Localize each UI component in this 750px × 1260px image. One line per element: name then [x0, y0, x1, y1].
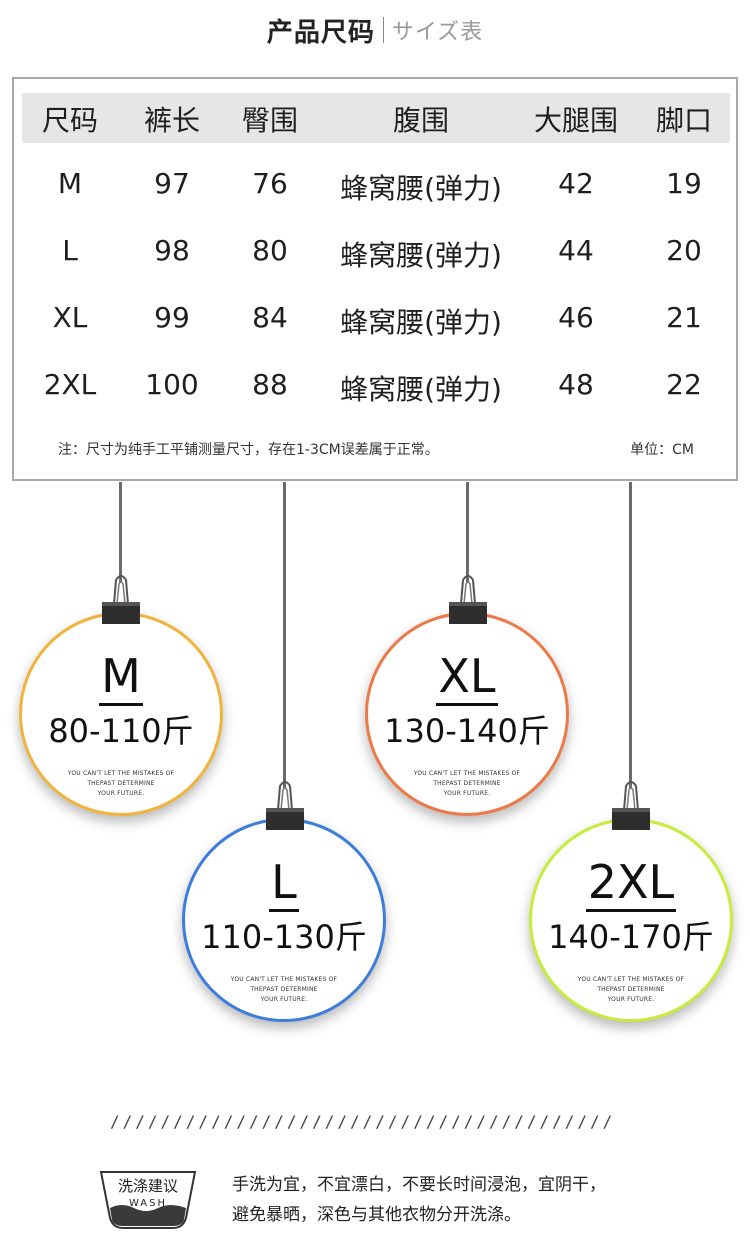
- binder-clip-icon: [102, 575, 140, 624]
- table-cell: 99: [154, 301, 190, 334]
- table-cell: XL: [52, 301, 88, 334]
- page-subtitle: サイズ表: [391, 20, 484, 45]
- table-cell: 80: [252, 234, 288, 267]
- unit-label: 单位：CM: [630, 442, 694, 458]
- table-cell: 20: [666, 234, 702, 267]
- page-title: 产品尺码: [266, 17, 375, 48]
- measurement-note: 注：尺寸为纯手工平铺测量尺寸，存在1-3CM误差属于正常。: [58, 442, 439, 458]
- table-cell: 44: [558, 234, 594, 267]
- table-cell: 97: [154, 167, 190, 200]
- size-tag-2xl: 2XL 140-170斤 YOU CAN'T LET THE MISTAKES …: [529, 818, 733, 1022]
- table-cell: L: [62, 234, 78, 267]
- title-separator: [382, 17, 384, 43]
- table-cell: 100: [145, 368, 199, 401]
- table-cell: 46: [558, 301, 594, 334]
- tag-size-label: XL: [368, 649, 566, 706]
- table-cell: 76: [252, 167, 288, 200]
- table-cell: 蜂窝腰(弹力): [340, 373, 502, 406]
- tag-size-label: L: [185, 855, 383, 912]
- col-header-length: 裤长: [143, 104, 200, 137]
- col-header-hip: 臀围: [241, 104, 298, 137]
- table-cell: 98: [154, 234, 190, 267]
- wash-line-1: 手洗为宜，不宜漂白，不要长时间浸泡，宜阴干，: [232, 1175, 606, 1195]
- wash-basin-icon: 洗涤建议 WASH: [99, 1171, 197, 1229]
- table-cell: 蜂窝腰(弹力): [340, 306, 502, 339]
- col-header-size: 尺码: [41, 104, 98, 137]
- table-cell: 21: [666, 301, 702, 334]
- table-cell: 88: [252, 368, 288, 401]
- tag-cord-m: [119, 482, 122, 582]
- table-cell: 48: [558, 368, 594, 401]
- table-cell: 84: [252, 301, 288, 334]
- size-tag-xl: XL 130-140斤 YOU CAN'T LET THE MISTAKES O…: [365, 612, 569, 816]
- table-cell: M: [57, 167, 83, 200]
- table-cell: 42: [558, 167, 594, 200]
- slash-divider: ////////////////////////////////////////: [110, 1112, 616, 1131]
- tag-weight-range: 80-110斤: [48, 712, 194, 750]
- table-cell: 22: [666, 368, 702, 401]
- table-cell: 2XL: [43, 368, 97, 401]
- tag-weight-range: 140-170斤: [548, 918, 714, 956]
- tag-size-label: M: [22, 649, 220, 706]
- wash-badge-title: 洗涤建议: [118, 1177, 178, 1195]
- tag-weight-range: 110-130斤: [201, 918, 367, 956]
- page-header: 产品尺码 サイズ表: [0, 8, 750, 52]
- tag-cord-2xl: [629, 482, 632, 788]
- wash-line-2: 避免暴晒，深色与其他衣物分开洗涤。: [232, 1205, 521, 1225]
- tag-cord-xl: [466, 482, 469, 582]
- tag-cord-l: [283, 482, 286, 788]
- table-header-row: [22, 93, 730, 143]
- tag-weight-range: 130-140斤: [384, 712, 550, 750]
- col-header-waist: 腹围: [392, 104, 449, 137]
- tag-size-label: 2XL: [532, 855, 730, 912]
- table-cell: 19: [666, 167, 702, 200]
- wash-instructions: 手洗为宜，不宜漂白，不要长时间浸泡，宜阴干， 避免暴晒，深色与其他衣物分开洗涤。: [232, 1170, 702, 1230]
- col-header-thigh: 大腿围: [533, 104, 618, 137]
- col-header-hem: 脚口: [655, 104, 712, 137]
- binder-clip-icon: [266, 781, 304, 830]
- binder-clip-icon: [449, 575, 487, 624]
- table-cell: 蜂窝腰(弹力): [340, 239, 502, 272]
- wash-badge-sub: WASH: [129, 1198, 167, 1209]
- size-table: 尺码 裤长 臀围 腹围 大腿围 脚口 M 97 76 蜂窝腰(弹力) 42 19…: [12, 77, 738, 481]
- size-tag-l: L 110-130斤 YOU CAN'T LET THE MISTAKES OF…: [182, 818, 386, 1022]
- binder-clip-icon: [612, 781, 650, 830]
- table-cell: 蜂窝腰(弹力): [340, 172, 502, 205]
